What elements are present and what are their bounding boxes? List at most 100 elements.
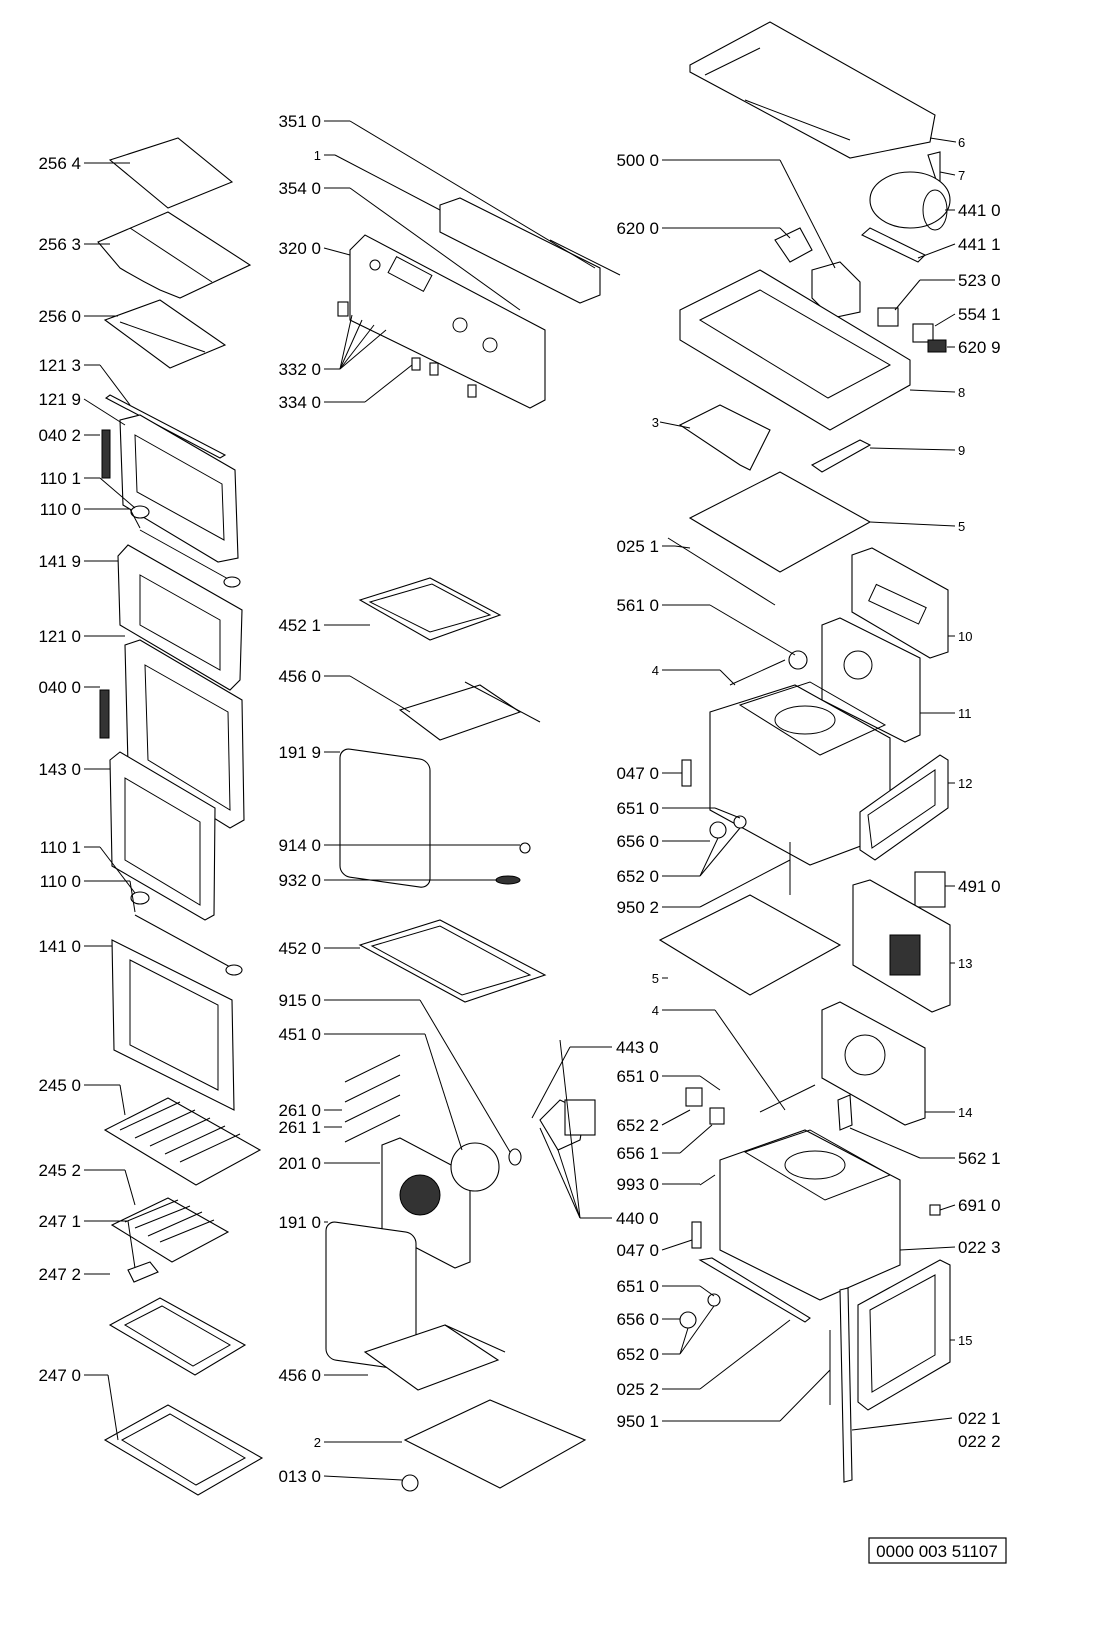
part-chassis-8 [679,269,911,431]
label-3540: 354 0 [278,179,321,198]
label-6522: 652 2 [616,1116,659,1135]
part-terminal-6209 [927,339,947,353]
part-motor-4430 [564,1099,596,1136]
label-11: 11 [958,706,972,721]
label-6520b: 652 0 [616,1345,659,1364]
label-9: 9 [958,443,965,458]
part-gasket-1919 [339,748,431,888]
label-8: 8 [958,385,965,400]
label-6510c: 651 0 [616,1277,659,1296]
part-bracket-5621 [837,1094,853,1131]
part-glass-1430 [109,751,216,921]
label-6510a: 651 0 [616,799,659,818]
label-12: 12 [958,776,972,791]
part-side-strip-0221 [839,1287,853,1483]
drawing-number: 0000 003 51107 [876,1542,998,1561]
part-hinge-0400 [99,689,110,739]
part-module-4910 [914,871,946,908]
label-5000: 500 0 [616,151,659,170]
part-strip-4411 [861,227,926,263]
label-6910: 691 0 [958,1196,1001,1215]
label-4520: 452 0 [278,939,321,958]
label-4510: 451 0 [278,1025,321,1044]
part-element-2610 [344,1054,401,1143]
label-6200: 620 0 [616,219,659,238]
label-1919: 191 9 [278,743,321,762]
part-rod-4a [729,659,786,686]
leader-lines [83,120,957,1481]
part-door-frame-1219 [119,414,239,563]
label-2611: 261 1 [278,1118,321,1137]
label-4910: 491 0 [958,877,1001,896]
part-nut-9140 [519,842,531,854]
label-9501: 950 1 [616,1412,659,1431]
label-5a: 5 [958,519,965,534]
label-4400: 440 0 [616,1209,659,1228]
part-rail-0251 [667,537,776,606]
label-1100b: 110 0 [40,872,81,891]
part-back-panel-10 [851,547,949,659]
part-lamp-5610 [788,650,808,670]
label-7: 7 [958,168,965,183]
part-spring-9320 [495,875,521,885]
label-3320: 332 0 [278,360,321,379]
label-1100a: 110 0 [40,500,81,519]
label-4411: 441 1 [958,235,1001,254]
label-4560a: 456 0 [278,667,321,686]
label-5621: 562 1 [958,1149,1001,1168]
label-0222: 022 2 [958,1432,1001,1451]
label-6510b: 651 0 [616,1067,659,1086]
label-0470a: 047 0 [616,764,659,783]
label-14: 14 [958,1105,972,1120]
label-0402: 040 2 [38,426,81,445]
part-rod-1100a [139,529,231,581]
label-0470b: 047 0 [616,1241,659,1260]
part-switch-5541 [912,323,934,343]
drawing-number-box: 0000 003 51107 [868,1537,1007,1564]
part-relay-5000 [811,261,861,319]
label-1101b: 110 1 [40,838,81,857]
label-5230: 523 0 [958,271,1001,290]
label-10: 10 [958,629,972,644]
label-4410: 441 0 [958,201,1001,220]
label-5541: 554 1 [958,305,1001,324]
part-fan-motor-4410 [869,171,951,229]
label-1101a: 110 1 [40,469,81,488]
label-13: 13 [958,956,972,971]
part-knob-6560a [709,821,727,839]
label-2610: 261 0 [278,1101,321,1120]
label-4430: 443 0 [616,1038,659,1057]
part-rail-0252 [698,1257,811,1323]
part-cavity-lower [719,1129,901,1301]
part-element-4521 [358,577,502,641]
part-knob-3340a [411,357,421,371]
label-0252: 025 2 [616,1380,659,1399]
label-6560a: 656 0 [616,832,659,851]
label-15: 15 [958,1333,972,1348]
label-3200: 320 0 [278,239,321,258]
part-knob-6560b [679,1311,697,1329]
label-9502: 950 2 [616,898,659,917]
part-rod-4b [759,1084,816,1113]
part-outer-glass-1410 [111,939,235,1111]
label-2470: 247 0 [38,1366,81,1385]
label-6560b: 656 0 [616,1310,659,1329]
part-bottom-plate-2 [403,1399,587,1489]
label-2564: 256 4 [38,154,81,173]
label-0400: 040 0 [38,678,81,697]
part-tray-2470 [103,1404,264,1496]
part-shelf-5b [658,894,842,996]
label-4560b: 456 0 [278,1366,321,1385]
part-wall-14 [821,1001,926,1126]
part-gasket-1910 [325,1221,417,1371]
label-6520a: 652 0 [616,867,659,886]
label-3: 3 [652,415,659,430]
part-hinge-0402 [101,429,111,479]
part-plate-2560 [103,299,227,369]
part-rack-2450 [103,1097,262,1186]
label-2: 2 [314,1435,321,1450]
part-strip-1213 [104,394,227,459]
part-thermostat-5230 [877,307,899,327]
label-5b: 5 [652,971,659,986]
